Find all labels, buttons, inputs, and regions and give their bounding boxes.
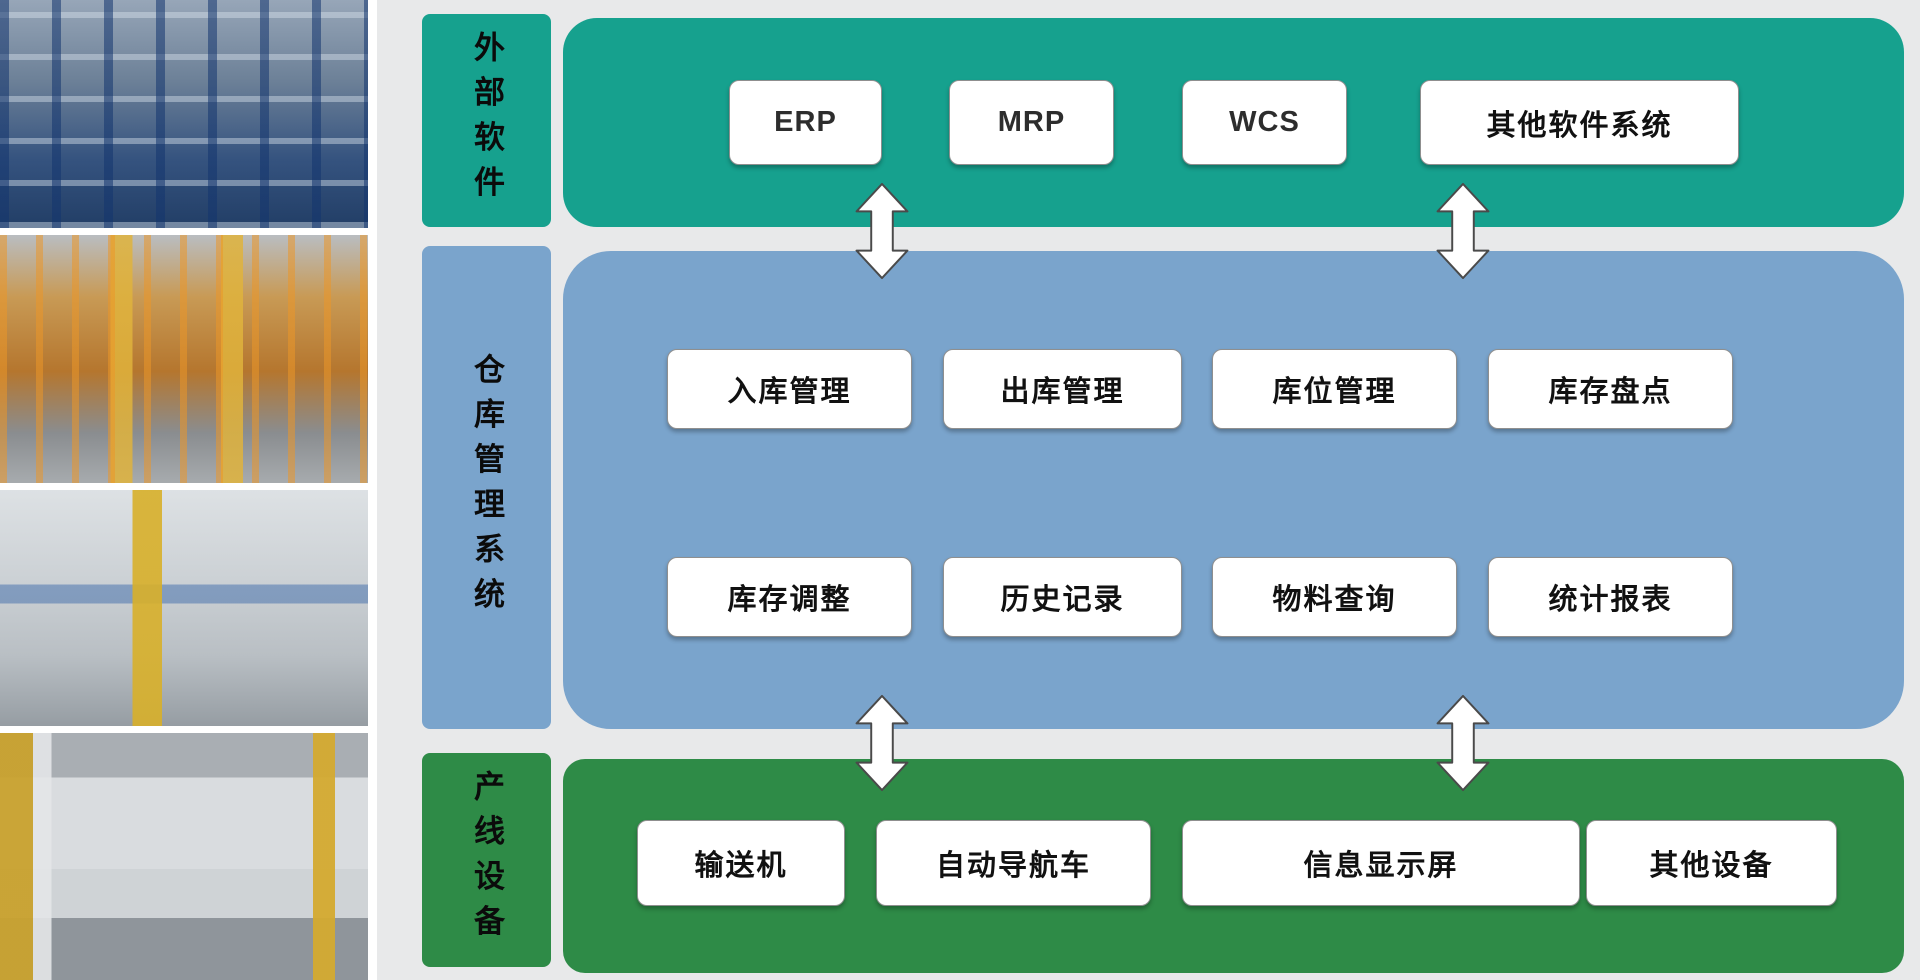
stacker-crane-photo	[0, 235, 368, 483]
box-other-software: 其他软件系统	[1420, 80, 1739, 165]
box-history-records: 历史记录	[943, 557, 1182, 637]
box-conveyor: 输送机	[637, 820, 845, 906]
box-info-display: 信息显示屏	[1182, 820, 1580, 906]
photo-column	[0, 0, 368, 980]
conveyor-line-photo	[0, 733, 368, 980]
box-outbound-management: 出库管理	[943, 349, 1182, 429]
palletizer-machine-photo	[0, 490, 368, 726]
production-equipment-band: 输送机 自动导航车 信息显示屏 其他设备	[563, 759, 1904, 973]
vertical-double-arrow-icon	[1428, 694, 1498, 792]
layer-label-external-software: 外部软件	[422, 14, 551, 227]
box-wcs: WCS	[1182, 80, 1347, 165]
box-other-equipment: 其他设备	[1586, 820, 1837, 906]
box-inventory-count: 库存盘点	[1488, 349, 1733, 429]
box-statistics-report: 统计报表	[1488, 557, 1733, 637]
box-material-query: 物料查询	[1212, 557, 1457, 637]
layer-label-warehouse-management-system: 仓库管理系统	[422, 246, 551, 729]
vertical-double-arrow-icon	[847, 694, 917, 792]
pallet-racking-photo	[0, 0, 368, 228]
architecture-diagram: 外部软件 仓库管理系统 产线设备 ERP MRP WCS 其他软件系统 入库管理…	[377, 0, 1920, 980]
box-inbound-management: 入库管理	[667, 349, 912, 429]
box-agv: 自动导航车	[876, 820, 1151, 906]
layer-label-production-line-equipment: 产线设备	[422, 753, 551, 967]
box-location-management: 库位管理	[1212, 349, 1457, 429]
box-erp: ERP	[729, 80, 882, 165]
box-mrp: MRP	[949, 80, 1114, 165]
wms-band: 入库管理 出库管理 库位管理 库存盘点 库存调整 历史记录 物料查询 统计报表	[563, 251, 1904, 729]
vertical-double-arrow-icon	[847, 182, 917, 280]
external-software-band: ERP MRP WCS 其他软件系统	[563, 18, 1904, 227]
box-inventory-adjustment: 库存调整	[667, 557, 912, 637]
vertical-double-arrow-icon	[1428, 182, 1498, 280]
